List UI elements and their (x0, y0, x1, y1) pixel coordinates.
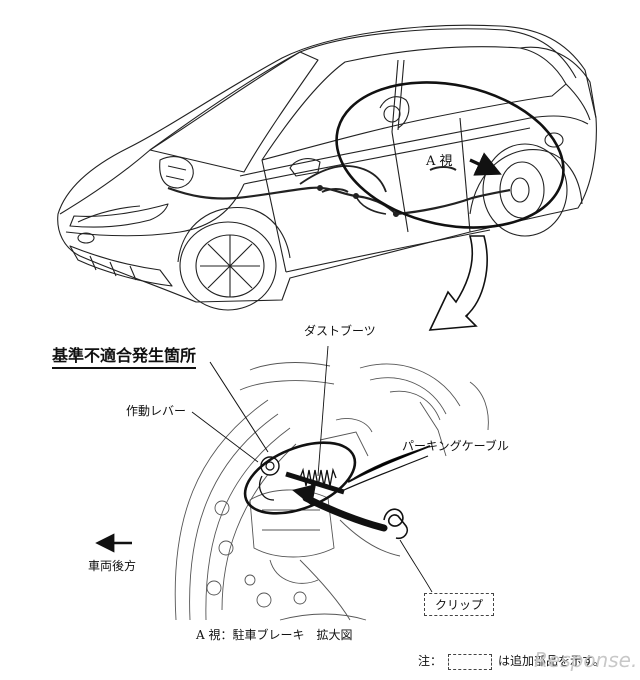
heading-leader (209, 361, 269, 453)
note: 注： は追加部品を示す。 (418, 652, 605, 670)
figure-caption: A 視：駐車ブレーキ 拡大図 (196, 628, 353, 642)
defect-location-heading: 基準不適合発生箇所 (52, 342, 197, 369)
clip-insert-arrow (302, 494, 388, 532)
clip-shape (383, 508, 409, 540)
car-illustration (57, 24, 597, 311)
watermark: Response. (534, 648, 638, 672)
cable-leader (353, 445, 431, 479)
defect-ellipse (243, 441, 357, 515)
note-prefix: 注： (418, 654, 443, 668)
view-a-arrow (469, 152, 502, 176)
lever-leader (191, 411, 259, 463)
view-a-label: A 視 (426, 154, 453, 169)
note-suffix: は追加部品を示す。 (498, 654, 605, 668)
vehicle-rear-label: 車両後方 (88, 559, 137, 573)
dust-boot-label: ダストブーツ (304, 324, 376, 338)
clip-label: クリップ (424, 593, 495, 616)
boot-leader (317, 345, 329, 477)
rear-area-ellipse (335, 81, 565, 229)
note-dashed-box-icon (448, 653, 493, 670)
brake-detail-illustration (174, 362, 489, 621)
clip-insert-arrowhead (292, 484, 316, 506)
operating-lever-label: 作動レバー (126, 404, 187, 418)
detail-callout-arrow (428, 235, 488, 331)
parking-cable-label: パーキングケーブル (402, 439, 509, 453)
clip-leader (399, 539, 433, 593)
